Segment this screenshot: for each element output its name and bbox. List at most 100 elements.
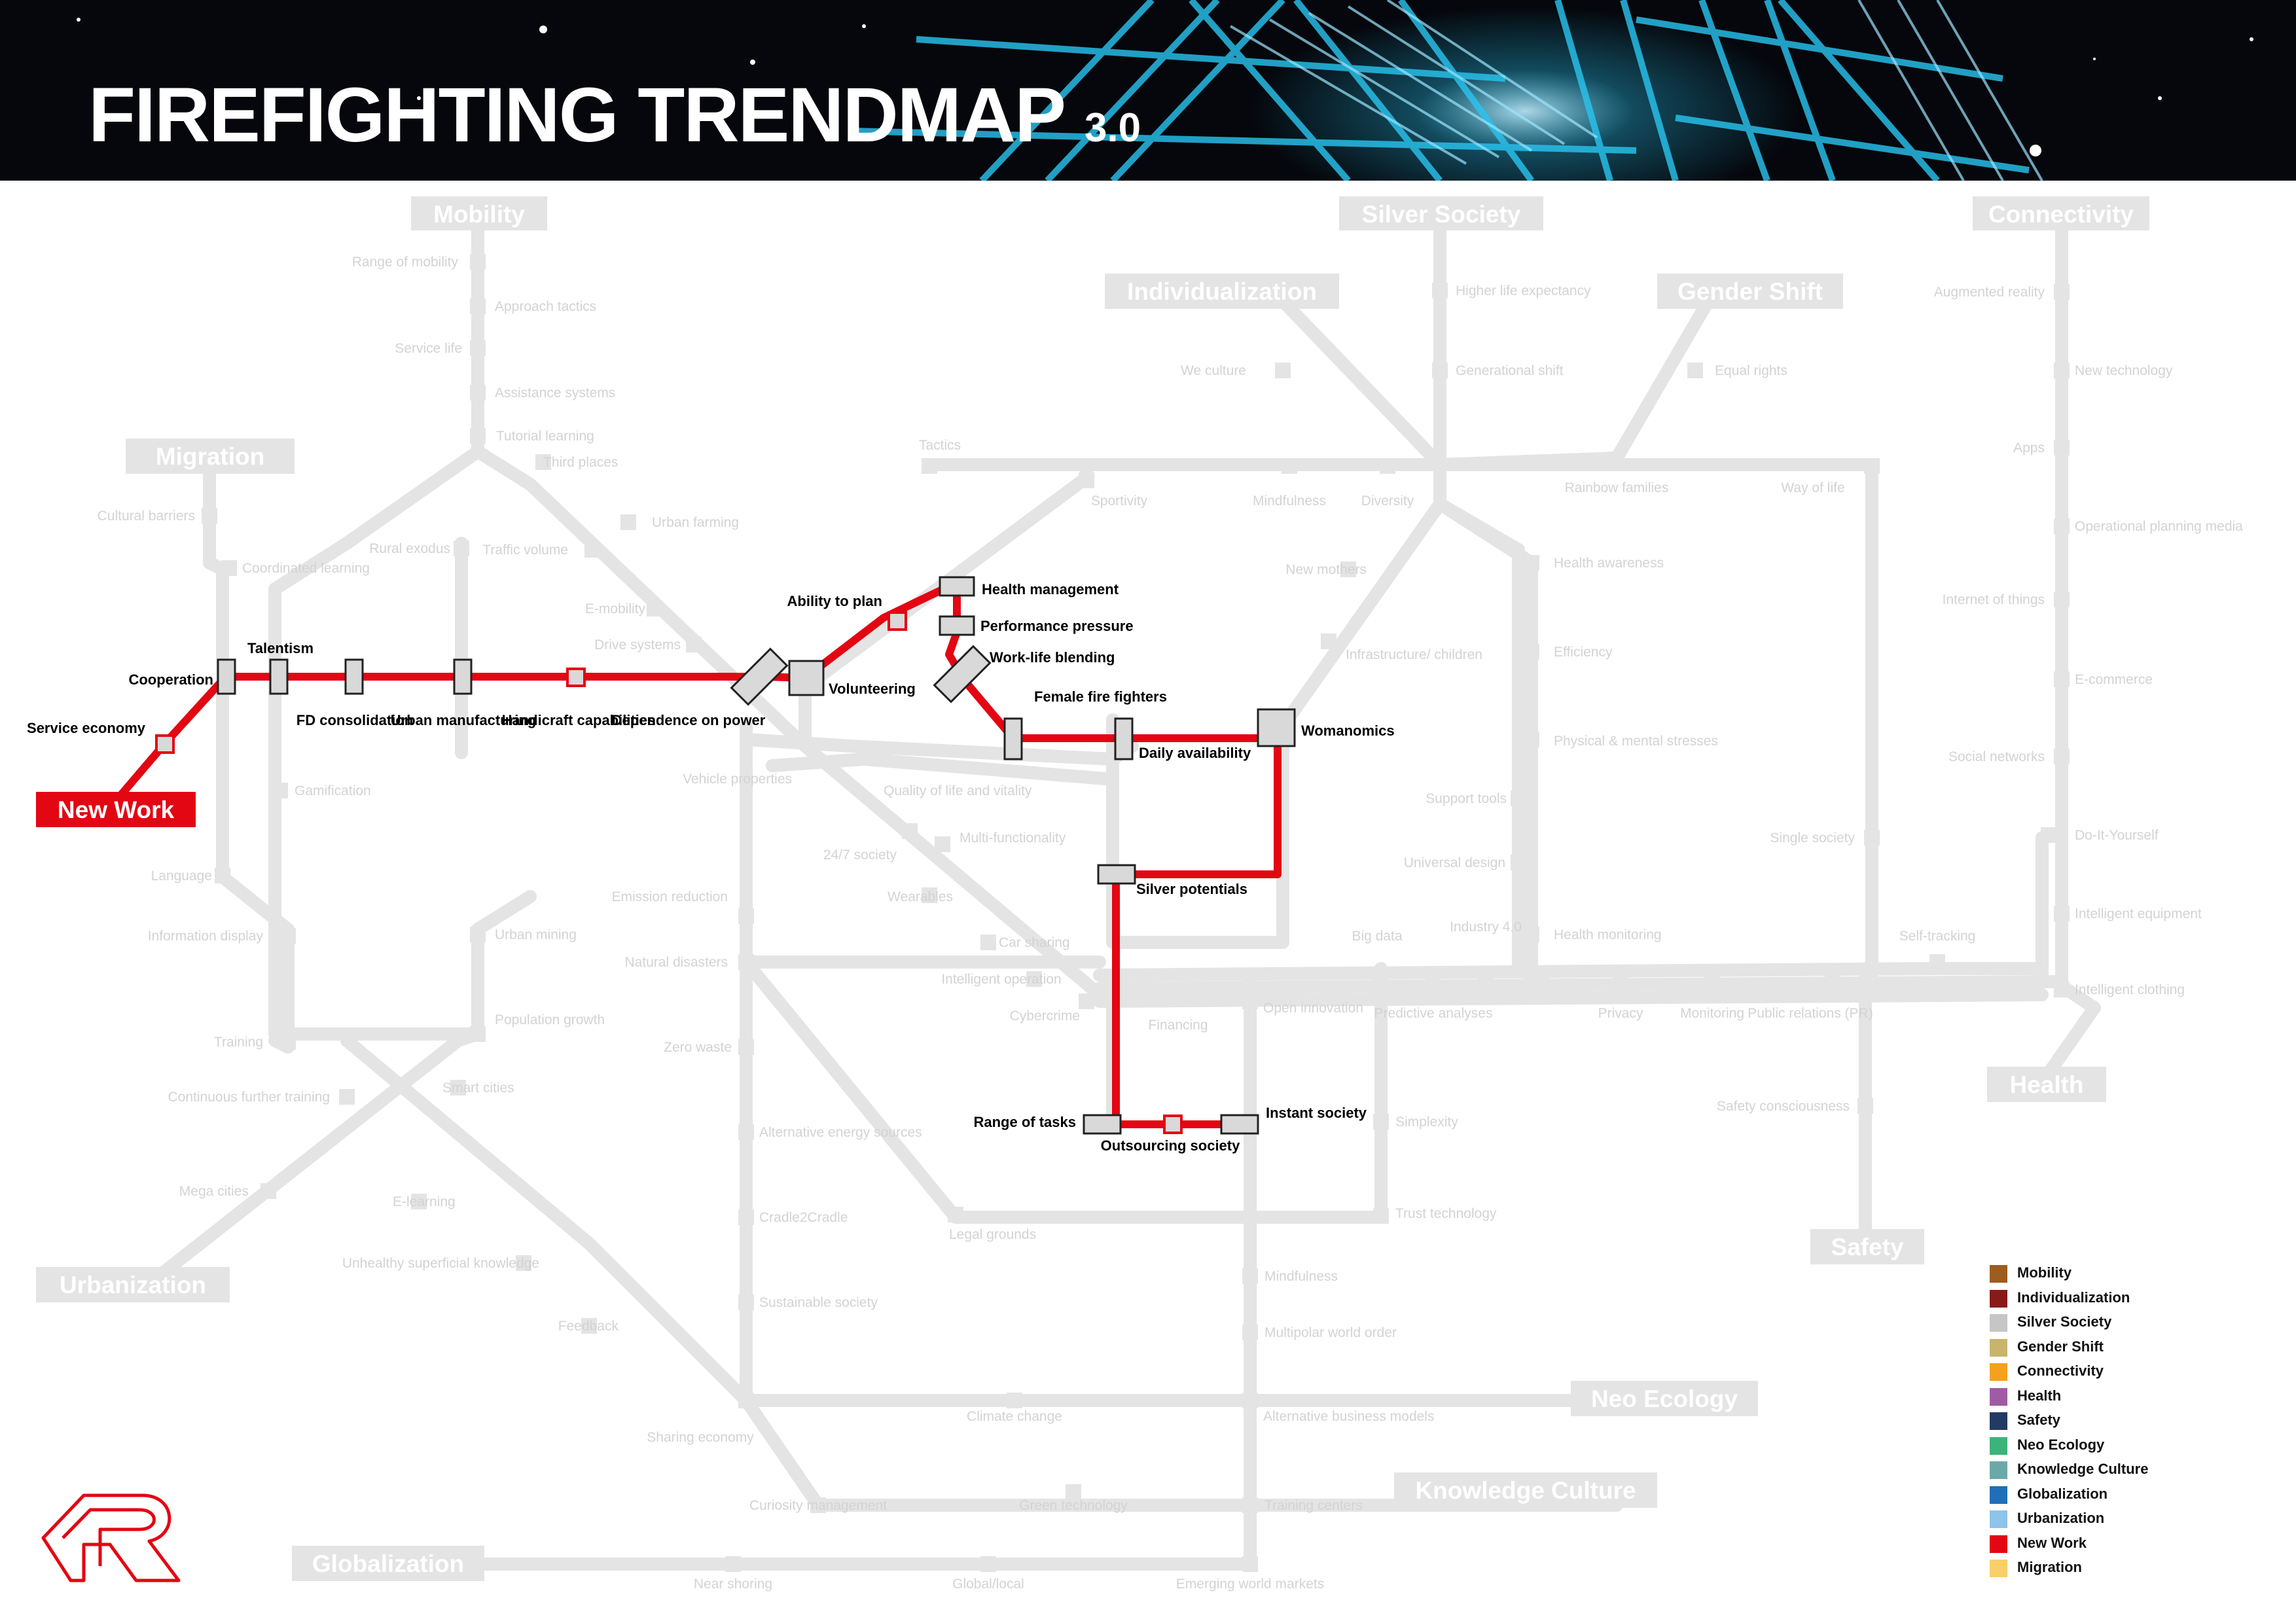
station-marker[interactable] (1609, 452, 1624, 467)
station-silver-potentials[interactable] (1097, 864, 1136, 885)
station-marker[interactable] (876, 743, 891, 759)
station-marker[interactable] (470, 927, 486, 942)
station-marker[interactable] (1704, 974, 1720, 990)
station-range-of-tasks[interactable] (1083, 1114, 1122, 1135)
station-fd-consolidation[interactable] (344, 658, 364, 695)
station-female-fire-fighters[interactable] (1003, 717, 1023, 760)
station-marker[interactable] (2054, 284, 2070, 300)
station-marker[interactable] (470, 340, 486, 356)
station-marker[interactable] (470, 1026, 486, 1042)
station-marker[interactable] (2054, 363, 2070, 378)
station-marker[interactable] (1079, 473, 1094, 488)
station-marker[interactable] (339, 1089, 355, 1105)
station-marker[interactable] (980, 1556, 996, 1572)
station-womanomics[interactable] (1257, 708, 1296, 747)
station-marker[interactable] (1929, 954, 1945, 970)
station-marker[interactable] (1373, 1114, 1389, 1130)
megatrend-urbanization[interactable]: Urbanization (36, 1267, 230, 1302)
station-marker[interactable] (935, 836, 950, 852)
station-marker[interactable] (1857, 1098, 1873, 1114)
station-marker[interactable] (260, 1183, 276, 1199)
station-marker[interactable] (2054, 592, 2070, 607)
station-marker[interactable] (1511, 791, 1526, 806)
station-marker[interactable] (1426, 974, 1441, 990)
station-marker[interactable] (738, 1393, 754, 1408)
station-dependence-on-power[interactable] (730, 647, 789, 706)
station-volunteering[interactable] (788, 660, 825, 696)
station-marker[interactable] (1524, 927, 1539, 942)
station-marker[interactable] (1864, 830, 1880, 846)
station-marker[interactable] (980, 935, 996, 950)
station-cooperation[interactable] (217, 658, 236, 695)
station-marker[interactable] (1524, 555, 1539, 571)
megatrend-individualization[interactable]: Individualization (1105, 274, 1339, 309)
station-marker[interactable] (1242, 1325, 1258, 1340)
station-marker[interactable] (738, 954, 754, 970)
station-marker[interactable] (221, 560, 237, 576)
station-health-management[interactable] (939, 576, 975, 597)
station-marker[interactable] (738, 1039, 754, 1055)
station-marker[interactable] (1242, 993, 1258, 1009)
megatrend-health[interactable]: Health (1987, 1067, 2106, 1102)
station-marker[interactable] (470, 428, 486, 444)
station-marker[interactable] (1340, 562, 1356, 577)
station-marker[interactable] (1478, 974, 1494, 990)
station-marker[interactable] (470, 298, 486, 314)
station-marker[interactable] (584, 542, 600, 558)
station-marker[interactable] (516, 1255, 531, 1271)
station-handicraft-capabilities[interactable] (566, 668, 586, 687)
station-instant-society[interactable] (1220, 1114, 1259, 1135)
station-marker[interactable] (535, 454, 551, 470)
station-marker[interactable] (1282, 458, 1297, 474)
station-marker[interactable] (1380, 458, 1395, 474)
station-marker[interactable] (470, 385, 486, 401)
megatrend-silver-society[interactable]: Silver Society (1339, 196, 1543, 230)
station-marker[interactable] (2054, 671, 2070, 687)
station-urban-manufacturing[interactable] (453, 658, 473, 695)
station-outsourcing-society[interactable] (1163, 1115, 1183, 1134)
station-marker[interactable] (1007, 1393, 1022, 1408)
station-marker[interactable] (454, 541, 469, 556)
megatrend-globalization[interactable]: Globalization (292, 1546, 484, 1581)
station-work-life-blending[interactable] (933, 645, 992, 704)
station-marker[interactable] (1524, 644, 1539, 660)
station-marker[interactable] (280, 928, 296, 944)
megatrend-safety[interactable]: Safety (1810, 1229, 1924, 1264)
station-marker[interactable] (1864, 458, 1880, 474)
station-marker[interactable] (738, 1294, 754, 1310)
station-marker[interactable] (1373, 974, 1389, 990)
station-marker[interactable] (581, 1318, 597, 1334)
station-marker[interactable] (1511, 855, 1526, 870)
station-marker[interactable] (725, 1556, 741, 1572)
station-marker[interactable] (215, 868, 230, 883)
station-marker[interactable] (2054, 440, 2070, 455)
station-marker[interactable] (450, 1080, 466, 1096)
station-marker[interactable] (2054, 906, 2070, 921)
station-marker[interactable] (1242, 1393, 1258, 1408)
station-marker[interactable] (1275, 363, 1291, 378)
megatrend-connectivity[interactable]: Connectivity (1973, 196, 2149, 230)
station-marker[interactable] (2041, 827, 2056, 843)
station-ability-to-plan[interactable] (888, 611, 907, 631)
station-marker[interactable] (1242, 1268, 1258, 1284)
station-marker[interactable] (922, 458, 937, 474)
megatrend-new-work[interactable]: New Work (36, 792, 196, 827)
station-marker[interactable] (1825, 974, 1840, 990)
station-marker[interactable] (1687, 363, 1703, 378)
megatrend-gender-shift[interactable]: Gender Shift (1657, 274, 1843, 309)
station-marker[interactable] (280, 1034, 296, 1050)
station-marker[interactable] (620, 514, 636, 530)
station-marker[interactable] (1524, 732, 1539, 747)
station-service-economy[interactable] (155, 734, 175, 754)
station-marker[interactable] (411, 1194, 427, 1209)
station-marker[interactable] (1373, 1208, 1389, 1224)
station-marker[interactable] (686, 637, 702, 652)
station-marker[interactable] (1066, 1484, 1081, 1500)
megatrend-neo-ecology[interactable]: Neo Ecology (1571, 1381, 1758, 1416)
station-marker[interactable] (902, 823, 918, 839)
station-marker[interactable] (272, 783, 288, 798)
station-marker[interactable] (1242, 1497, 1258, 1513)
station-marker[interactable] (1321, 633, 1336, 649)
station-marker[interactable] (1242, 1556, 1258, 1572)
station-marker[interactable] (202, 508, 217, 524)
